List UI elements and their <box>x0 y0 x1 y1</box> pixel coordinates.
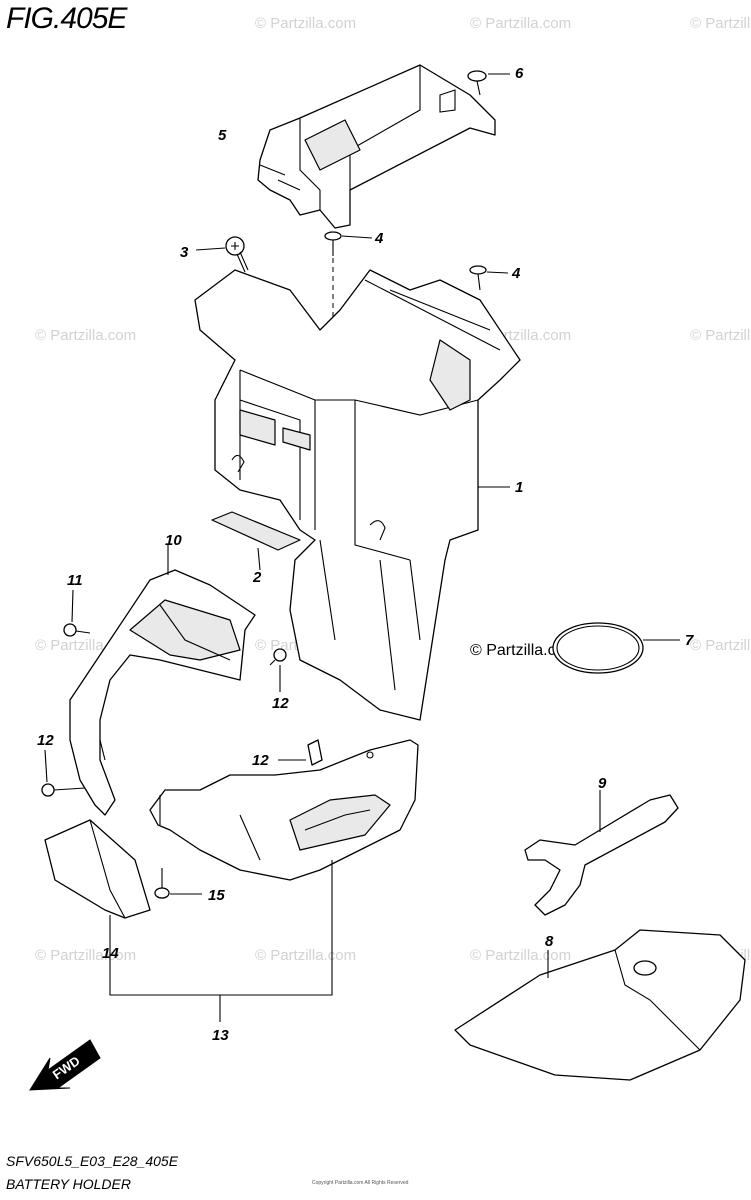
callout-7: 7 <box>685 632 694 649</box>
section-name: BATTERY HOLDER <box>6 1176 131 1192</box>
part-4-screw-right <box>469 265 509 291</box>
part-9-spanner-tool <box>524 790 679 916</box>
figure-title: FIG.405E <box>6 2 127 35</box>
callout-12-left: 12 <box>37 732 54 749</box>
callout-5: 5 <box>218 127 227 144</box>
part-8-tool-bag <box>454 929 746 1081</box>
part-6-screw <box>467 70 510 96</box>
watermark-text: © Partzilla.com <box>690 327 751 344</box>
callout-4-right: 4 <box>511 265 521 282</box>
part-12-clip-a <box>269 648 287 692</box>
watermark-text: © Partzilla.com <box>690 15 751 32</box>
part-14-side-cover <box>44 819 151 919</box>
watermark-text: © Partzilla.com <box>690 637 751 654</box>
callout-11: 11 <box>67 572 83 589</box>
watermark-text: © Partzilla.com <box>470 15 571 32</box>
callout-10: 10 <box>165 532 182 549</box>
watermark-text: © Partzilla.com <box>255 15 356 32</box>
part-11-bolt <box>63 589 91 637</box>
part-3-bolt <box>195 236 249 273</box>
part-1-battery-holder <box>194 269 521 721</box>
callout-12-middle: 12 <box>252 752 269 769</box>
watermark-text: © Partzilla.com <box>35 327 136 344</box>
callout-15: 15 <box>208 887 225 904</box>
callout-13: 13 <box>212 1027 229 1044</box>
watermark-text: © Partzilla.com <box>470 642 578 659</box>
watermark-text: © Partzilla.com <box>35 947 136 964</box>
part-15-bolt <box>154 868 202 899</box>
callout-9: 9 <box>598 775 607 792</box>
part-12-clip-b <box>41 749 86 797</box>
part-4-screw-left <box>324 231 373 330</box>
part-5-battery-cover <box>257 64 496 229</box>
part-7-rubber-band <box>552 622 680 674</box>
watermark-text: © Partzilla.com <box>470 947 571 964</box>
callout-4-left: 4 <box>374 230 384 247</box>
callout-14: 14 <box>102 945 119 962</box>
part-12-clip-c <box>278 739 323 766</box>
callout-8: 8 <box>545 933 554 950</box>
watermark-text: © Partzilla.com <box>255 947 356 964</box>
callout-1: 1 <box>515 479 523 496</box>
callout-12-upper: 12 <box>272 695 289 712</box>
callout-labels: 6 5 3 4 4 1 10 2 11 7 12 12 12 9 15 8 14… <box>37 65 694 1044</box>
part-2-cushion-pad <box>211 511 301 571</box>
model-code: SFV650L5_E03_E28_405E <box>6 1153 179 1169</box>
fwd-direction-arrow: FWD <box>29 1039 101 1091</box>
callout-6: 6 <box>515 65 524 82</box>
callout-2: 2 <box>252 569 262 586</box>
part-10-left-cover <box>69 545 256 816</box>
footer-copyright: Copyright Partzilla.com All Rights Reser… <box>312 1180 409 1186</box>
part-13-under-cover <box>149 739 419 881</box>
callout-bracket-13 <box>109 860 333 1022</box>
callout-3: 3 <box>180 244 189 261</box>
